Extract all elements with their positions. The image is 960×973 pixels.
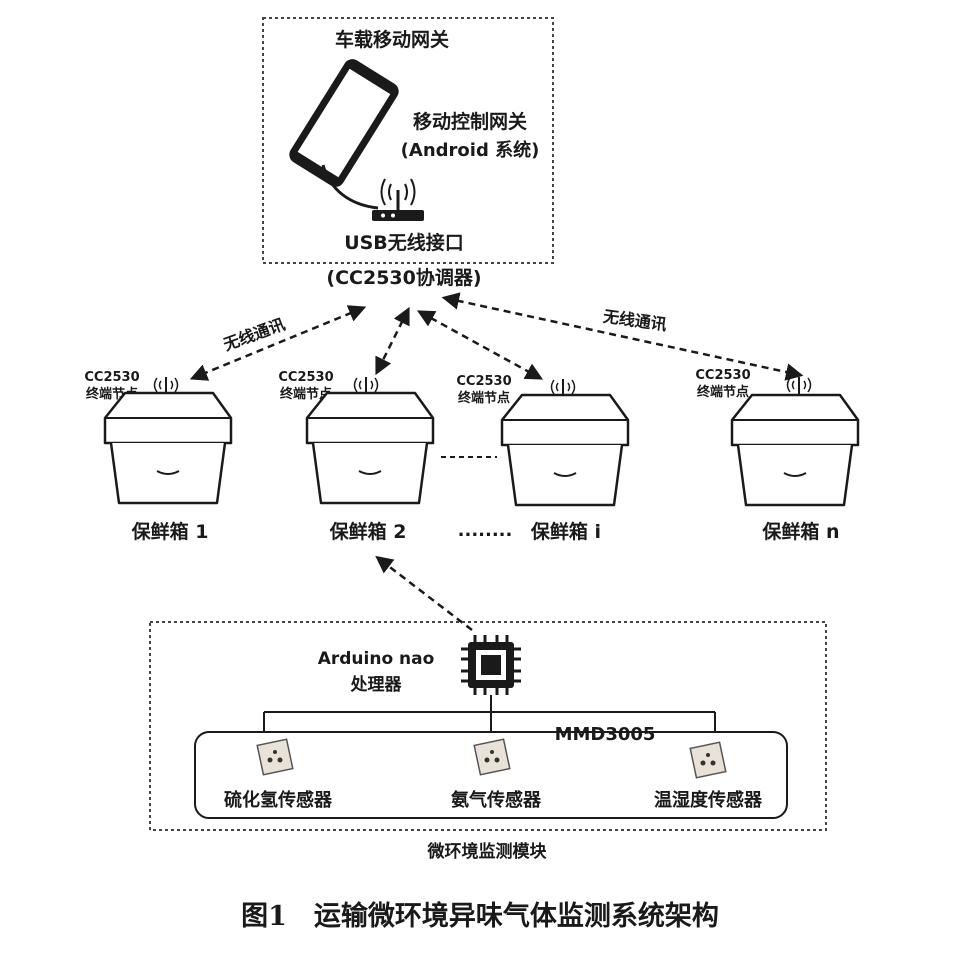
link-label-left: 无线通讯 (220, 315, 288, 355)
link-arrow-boxi (416, 310, 544, 380)
sensor-chip-icon (689, 741, 727, 779)
node-label-line2: 终端节点 (697, 384, 749, 400)
storage-box-1: CC2530 终端节点 保鲜箱 1 (84, 370, 233, 543)
usb-label: USB无线接口 (344, 231, 464, 254)
node-label-line1: CC2530 (278, 370, 333, 385)
link-label-right: 无线通讯 (601, 306, 668, 334)
ellipsis-label: ........ (458, 520, 513, 541)
module-box (149, 621, 827, 831)
box-label: 保鲜箱 2 (329, 520, 407, 543)
storage-box-icon (500, 393, 630, 507)
smartphone-icon (289, 59, 399, 210)
storage-box-i: CC2530 终端节点 保鲜箱 i (456, 374, 630, 543)
box-label: 保鲜箱 1 (131, 520, 209, 543)
node-label-line1: CC2530 (456, 374, 511, 389)
link-arrow-box2 (375, 306, 410, 376)
module-to-box2-arrow (375, 555, 473, 631)
processor-label-line1: Arduino nao (318, 649, 435, 669)
sensor-label: 氨气传感器 (451, 789, 542, 811)
storage-box-icon (730, 393, 860, 507)
sensor-label: 硫化氢传感器 (224, 789, 333, 811)
bus-label-bg (540, 722, 670, 746)
sensor-temp-humidity: 温湿度传感器 (654, 741, 763, 811)
link-arrow-box1 (189, 305, 367, 381)
phone-label-line2: (Android 系统) (401, 139, 540, 161)
wireless-router-icon (372, 178, 424, 221)
bus-lines (263, 695, 716, 732)
sensor-group-box (194, 731, 788, 819)
box-label: 保鲜箱 n (761, 520, 839, 543)
processor-chip-icon (461, 635, 521, 695)
box-label: 保鲜箱 i (530, 520, 601, 543)
module-title: 微环境监测模块 (427, 841, 548, 862)
link-arrow-boxn (441, 292, 804, 381)
storage-box-icon (305, 391, 435, 505)
storage-box-2: CC2530 终端节点 保鲜箱 2 (278, 370, 435, 543)
sensor-label: 温湿度传感器 (654, 789, 763, 811)
sensor-h2s: 硫化氢传感器 (224, 738, 333, 811)
node-label-line2: 终端节点 (280, 386, 332, 402)
storage-box-icon (103, 391, 233, 505)
figure-caption: 图1 运输微环境异味气体监测系统架构 (241, 900, 719, 932)
processor-label-line2: 处理器 (350, 674, 403, 695)
phone-label-line1: 移动控制网关 (413, 110, 527, 133)
node-label-line2: 终端节点 (458, 390, 510, 406)
storage-box-n: CC2530 终端节点 保鲜箱 n (695, 368, 860, 543)
coordinator-label: (CC2530协调器) (326, 266, 481, 289)
sensor-nh3: 氨气传感器 (451, 738, 542, 811)
gateway-box (262, 17, 554, 264)
sensor-chip-icon (256, 738, 294, 776)
node-label-line1: CC2530 (695, 368, 750, 383)
node-label-line1: CC2530 (84, 370, 139, 385)
gateway-box-title: 车载移动网关 (335, 28, 449, 51)
sensor-chip-icon (473, 738, 511, 776)
bus-label: MMD3005 (555, 724, 656, 745)
